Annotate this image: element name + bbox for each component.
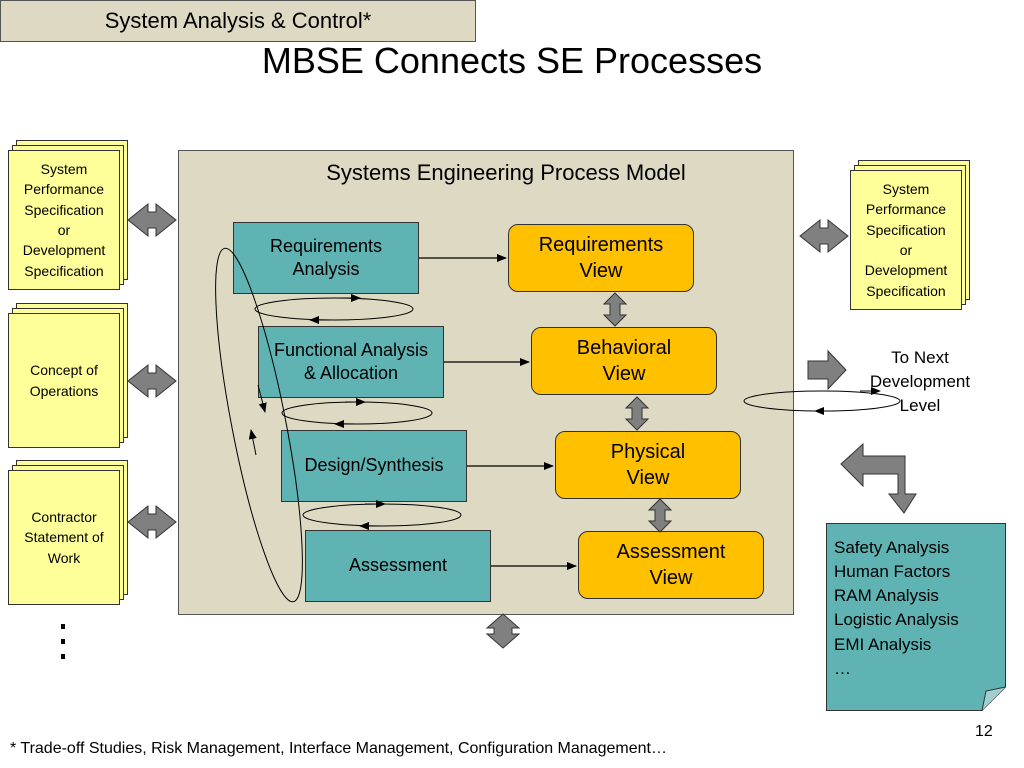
document-specification-left: System Performance Specification or Deve… xyxy=(8,150,120,290)
document-stack-specification: System Performance Specification or Deve… xyxy=(8,140,130,290)
page-number: 12 xyxy=(975,723,993,740)
process-assessment: Assessment xyxy=(305,530,491,602)
process-model-title: Systems Engineering Process Model xyxy=(326,160,686,185)
process-requirements-analysis: Requirements Analysis xyxy=(233,222,419,294)
view-physical: Physical View xyxy=(555,431,741,499)
view-requirements: Requirements View xyxy=(508,224,694,292)
to-next-level-label: To Next Development Level xyxy=(869,348,971,415)
document-statement-of-work: Contractor Statement of Work xyxy=(8,470,120,605)
view-assessment: Assessment View xyxy=(578,531,764,599)
double-arrow-doc-1 xyxy=(127,202,177,238)
analysis-item: Logistic Analysis xyxy=(834,610,959,630)
double-arrow-analysis-control xyxy=(485,613,521,649)
document-stack-sow: Contractor Statement of Work xyxy=(8,460,130,605)
page-title: MBSE Connects SE Processes xyxy=(261,40,763,81)
footnote: * Trade-off Studies, Risk Management, In… xyxy=(10,740,667,757)
process-design-synthesis: Design/Synthesis xyxy=(281,430,467,502)
analysis-note-shape xyxy=(826,523,1006,711)
double-arrow-doc-3 xyxy=(127,504,177,540)
document-stack-specification-right: System Performance Specification or Deve… xyxy=(850,160,972,310)
view-behavioral: Behavioral View xyxy=(531,327,717,395)
double-arrow-doc-2 xyxy=(127,363,177,399)
bent-arrow-analysis xyxy=(840,442,917,514)
double-arrow-doc-right xyxy=(799,218,849,254)
analysis-item: EMI Analysis xyxy=(834,634,932,654)
system-analysis-control-box: System Analysis & Control* xyxy=(0,0,476,42)
analysis-item: Safety Analysis xyxy=(834,538,950,557)
analysis-item: RAM Analysis xyxy=(834,586,939,606)
arrow-to-next-level xyxy=(807,349,847,391)
process-functional-analysis: Functional Analysis & Allocation xyxy=(258,326,444,398)
document-concept-of-operations: Concept of Operations xyxy=(8,313,120,448)
analysis-list: Safety Analysis Human Factors RAM Analys… xyxy=(834,536,959,681)
document-stack-conops: Concept of Operations xyxy=(8,303,130,448)
analysis-item: Human Factors xyxy=(834,562,951,582)
analysis-item: … xyxy=(834,658,851,678)
document-specification-right: System Performance Specification or Deve… xyxy=(850,170,962,310)
more-documents-ellipsis xyxy=(61,624,65,659)
